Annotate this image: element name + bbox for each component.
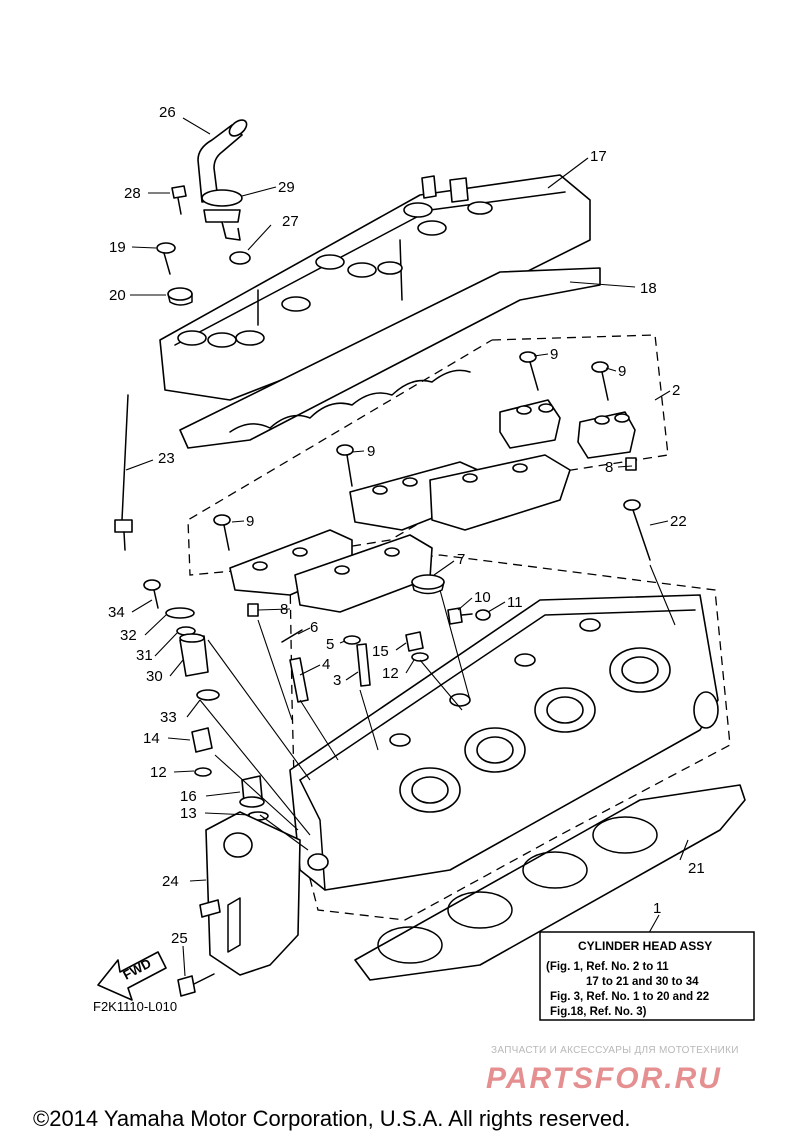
- callout-21: 21: [688, 860, 705, 877]
- plug-part-7: [411, 574, 445, 595]
- leader-lines: [125, 117, 689, 977]
- bolt-part-25: [177, 973, 215, 997]
- nut-part-15: [405, 631, 424, 652]
- grommet-part-20: [167, 287, 193, 306]
- cam-bolt-part-9-b: [591, 361, 609, 401]
- callout-24: 24: [162, 873, 179, 890]
- callout-29: 29: [278, 179, 295, 196]
- callout-17: 17: [590, 148, 607, 165]
- callout-11: 11: [507, 594, 523, 611]
- side-plate-part-24: [199, 811, 301, 976]
- bolt-part-22: [623, 499, 651, 561]
- callout-9-a: 9: [550, 346, 558, 363]
- dowel-pin-part-8-a: [625, 457, 637, 471]
- callout-19: 19: [109, 239, 126, 256]
- callout-25: 25: [171, 930, 188, 947]
- washer-part-11: [475, 609, 491, 621]
- cam-bolt-part-9-d: [213, 514, 231, 551]
- pin-part-6: [281, 629, 303, 643]
- callout-numbers: 26 29 28 27 17 19 20 18 9 9 2 9 23 8 9 2…: [108, 104, 705, 947]
- clip-part-5: [343, 635, 361, 645]
- washer-part-12-b: [411, 652, 429, 662]
- dowel-pin-part-8-b: [247, 603, 259, 617]
- bolt-part-19: [156, 242, 176, 275]
- cam-bolt-part-9-c: [336, 444, 354, 487]
- o-ring-part-33: [196, 689, 220, 701]
- callout-8-b: 8: [280, 601, 288, 618]
- o-ring-part-27: [229, 251, 251, 265]
- cover-gasket-part-18: [179, 267, 601, 449]
- assembly-line-4: Fig.18, Ref. No. 3): [550, 1006, 647, 1018]
- guide-part-3: [356, 643, 371, 687]
- callout-7: 7: [457, 551, 465, 568]
- copyright-line: ©2014 Yamaha Motor Corporation, U.S.A. A…: [33, 1106, 630, 1131]
- figure-code: F2K1110-L010: [93, 999, 177, 1014]
- bolt-part-28: [171, 185, 187, 215]
- cam-cap-small-a: [499, 399, 561, 449]
- assembly-box-frame: [539, 931, 755, 1021]
- watermark-tagline: ЗАПЧАСТИ И АКСЕССУАРЫ ДЛЯ МОТОТЕХНИКИ: [491, 1045, 739, 1056]
- callout-20: 20: [109, 287, 126, 304]
- washer-part-12-a: [194, 767, 212, 777]
- head-cover-part-17: [159, 174, 591, 401]
- callout-16: 16: [180, 788, 197, 805]
- callout-13: 13: [180, 805, 197, 822]
- head-gasket-part-21: [354, 784, 746, 981]
- cam-bolt-part-9-a: [519, 351, 539, 391]
- washer-part-32: [165, 607, 195, 619]
- callout-9-d: 9: [246, 513, 254, 530]
- callout-33: 33: [160, 709, 177, 726]
- callout-30: 30: [146, 668, 163, 685]
- assembly-info-box: CYLINDER HEAD ASSY (Fig. 1, Ref. No. 2 t…: [539, 931, 755, 1021]
- callout-6: 6: [310, 619, 318, 636]
- callout-8-a: 8: [605, 459, 613, 476]
- sleeve-part-30: [179, 633, 209, 677]
- assembly-line-3: Fig. 3, Ref. No. 1 to 20 and 22: [550, 991, 709, 1003]
- joint-part-29: [201, 189, 243, 241]
- callout-18: 18: [640, 280, 657, 297]
- bolt-part-10: [447, 607, 473, 625]
- cam-cap-small-b: [577, 411, 636, 459]
- callout-26: 26: [159, 104, 176, 121]
- guide-part-4: [289, 657, 309, 703]
- forward-arrow-icon: FWD: [97, 951, 167, 1001]
- callout-10: 10: [474, 589, 491, 606]
- callout-9-b: 9: [618, 363, 626, 380]
- callout-32: 32: [120, 627, 137, 644]
- watermark: ЗАПЧАСТИ И АКСЕССУАРЫ ДЛЯ МОТОТЕХНИКИ PA…: [486, 1045, 739, 1095]
- camshaft-cap-group-boundary: [187, 334, 669, 576]
- cam-cap-large-a: [349, 454, 571, 531]
- callout-28: 28: [124, 185, 141, 202]
- assembly-line-1: (Fig. 1, Ref. No. 2 to 11: [546, 961, 669, 973]
- callout-12-b: 12: [382, 665, 399, 682]
- callout-31: 31: [136, 647, 153, 664]
- callout-15: 15: [372, 643, 389, 660]
- watermark-brand: PARTSFOR.RU: [486, 1062, 722, 1095]
- callout-1: 1: [653, 900, 661, 917]
- nut-part-14: [191, 727, 213, 753]
- callout-2: 2: [672, 382, 680, 399]
- bolt-part-34: [143, 579, 161, 609]
- callout-5: 5: [326, 636, 334, 653]
- assembly-title: CYLINDER HEAD ASSY: [578, 939, 712, 953]
- tie-bolt-part-23: [114, 394, 133, 551]
- callout-9-c: 9: [367, 443, 375, 460]
- callout-4: 4: [322, 656, 330, 673]
- callout-12-a: 12: [150, 764, 167, 781]
- callout-34: 34: [108, 604, 125, 621]
- callout-27: 27: [282, 213, 299, 230]
- callout-22: 22: [670, 513, 687, 530]
- callout-14: 14: [143, 730, 160, 747]
- breather-hose-part-26: [197, 119, 248, 203]
- assembly-line-2: 17 to 21 and 30 to 34: [586, 976, 699, 988]
- callout-3: 3: [333, 672, 341, 689]
- cam-cap-large-b: [229, 529, 433, 613]
- cylinder-head-group-boundary: [289, 554, 731, 921]
- callout-23: 23: [158, 450, 175, 467]
- cylinder-head-casting: [289, 594, 719, 891]
